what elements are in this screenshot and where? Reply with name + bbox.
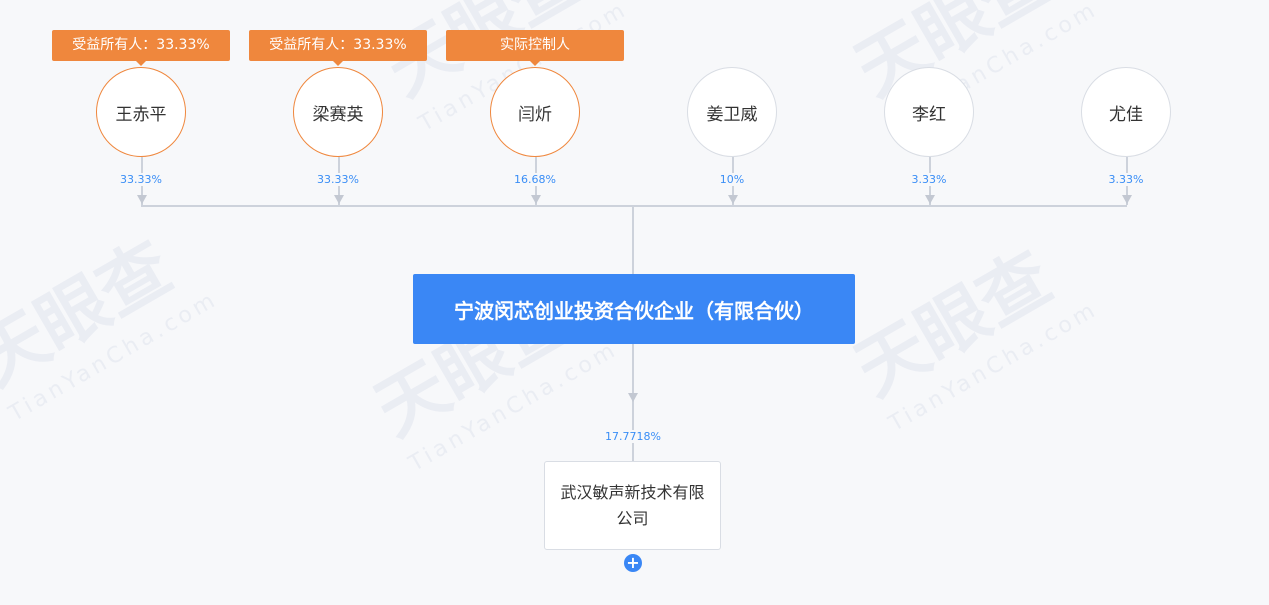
expand-plus-icon[interactable]: + <box>624 554 642 572</box>
role-tag: 受益所有人：33.33% <box>249 30 427 66</box>
company-node[interactable]: 武汉敏声新技术有限公司 <box>544 461 721 550</box>
role-tag: 实际控制人 <box>446 30 624 66</box>
shareholder-node[interactable]: 梁赛英 <box>293 67 383 157</box>
arrow-down-icon <box>334 195 344 204</box>
arrow-down-icon <box>531 195 541 204</box>
share-percent: 3.33% <box>1086 173 1166 186</box>
connector-to-company <box>632 344 634 461</box>
share-percent: 33.33% <box>298 173 378 186</box>
main-entity-node[interactable]: 宁波闵芯创业投资合伙企业（有限合伙） <box>413 274 855 344</box>
arrow-down-icon <box>728 195 738 204</box>
share-percent: 16.68% <box>495 173 575 186</box>
shareholder-node[interactable]: 李红 <box>884 67 974 157</box>
arrow-down-icon <box>137 195 147 204</box>
share-percent: 10% <box>692 173 772 186</box>
role-tag: 受益所有人：33.33% <box>52 30 230 66</box>
arrow-down-icon <box>1122 195 1132 204</box>
shareholder-node[interactable]: 尤佳 <box>1081 67 1171 157</box>
share-percent: 33.33% <box>101 173 181 186</box>
investment-percent: 17.7718% <box>593 430 673 443</box>
arrow-down-icon <box>628 393 638 402</box>
shareholder-node[interactable]: 姜卫威 <box>687 67 777 157</box>
shareholder-node[interactable]: 闫炘 <box>490 67 580 157</box>
arrow-down-icon <box>925 195 935 204</box>
connector-to-main <box>632 205 634 274</box>
connector-horizontal <box>141 205 1127 207</box>
share-percent: 3.33% <box>889 173 969 186</box>
shareholder-node[interactable]: 王赤平 <box>96 67 186 157</box>
